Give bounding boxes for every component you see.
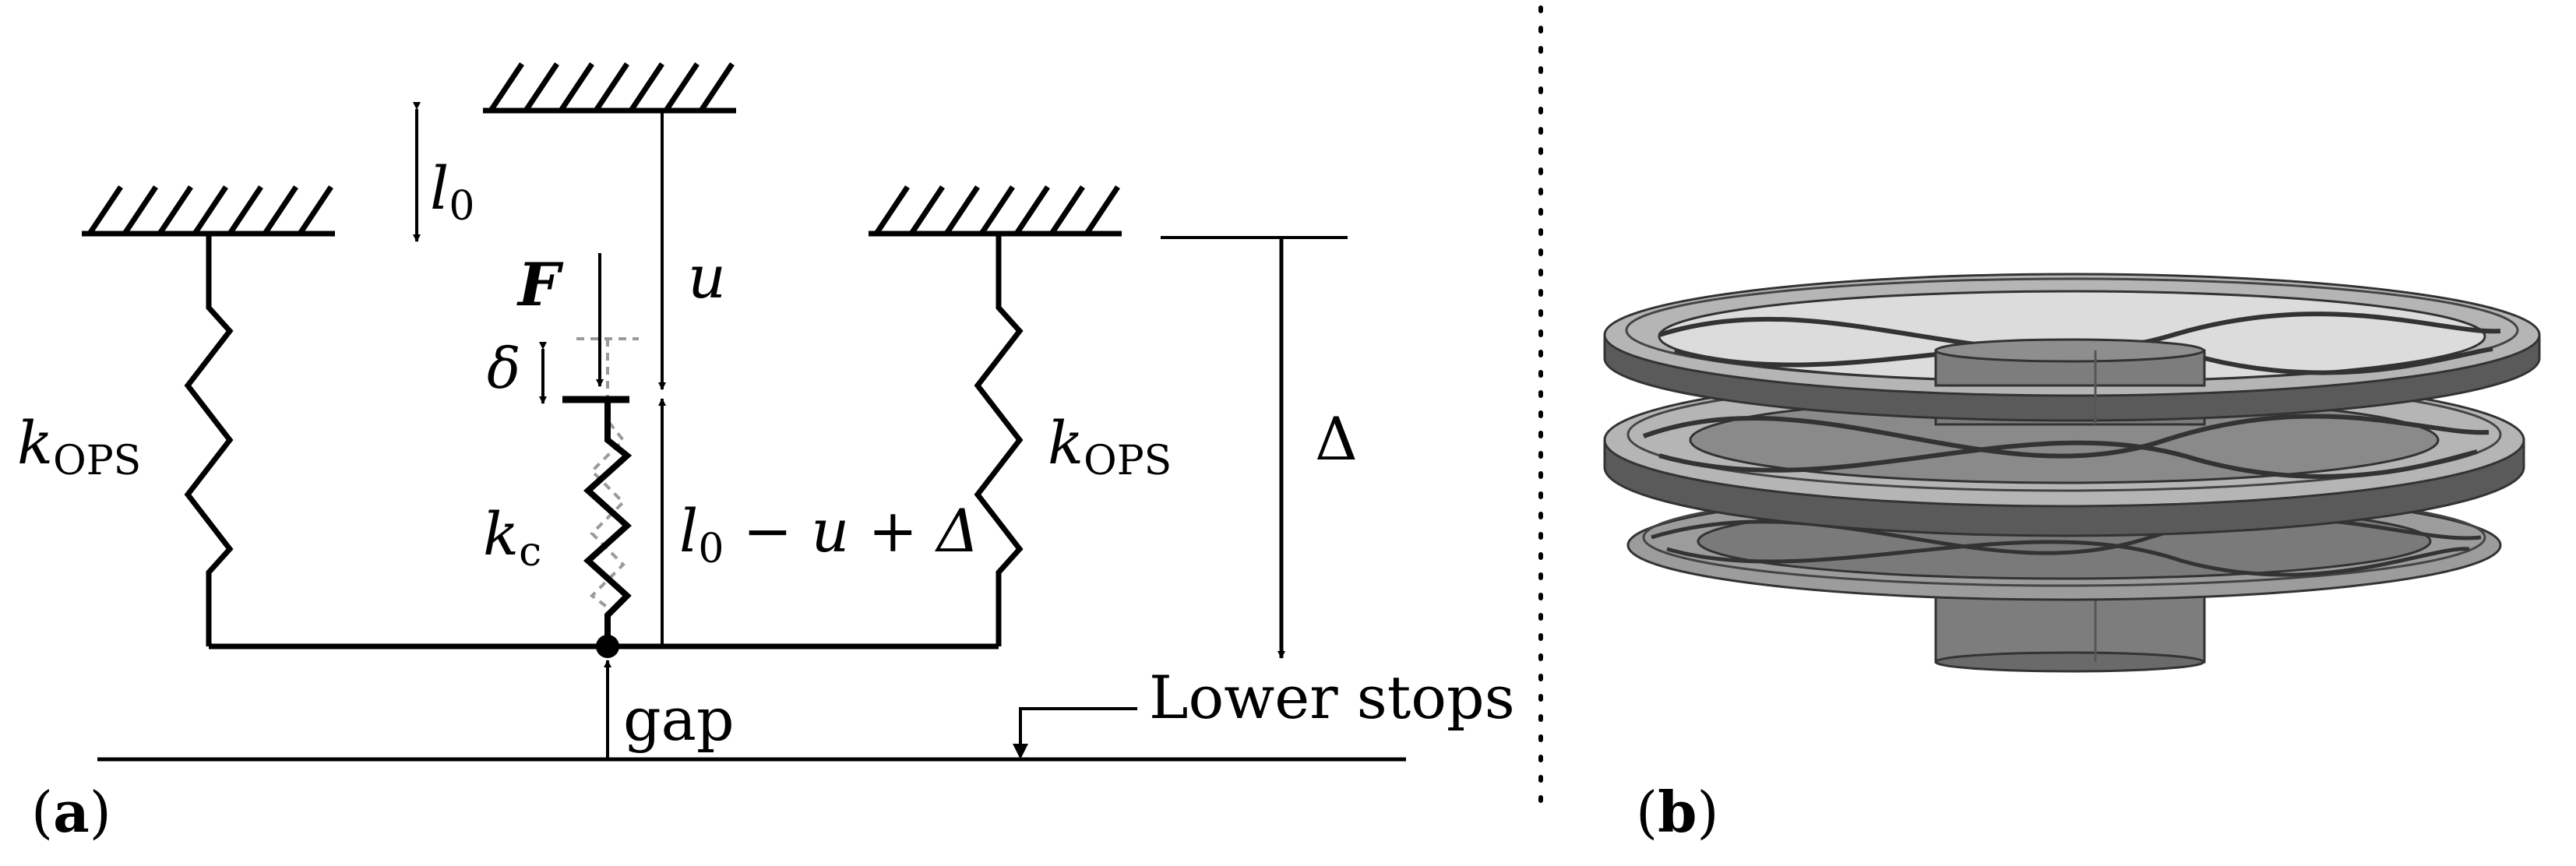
- top-center-ground-support: [483, 62, 736, 114]
- label-lower-stops: Lower stops: [1149, 663, 1515, 732]
- label-force: F: [516, 250, 564, 319]
- right-ops-spring: [974, 234, 1024, 646]
- undeformed-spring-dashed: [589, 339, 625, 646]
- top-ring-layer: [1603, 273, 2541, 422]
- lower-stops-leader: [1019, 707, 1137, 748]
- right-ground-support: [869, 185, 1122, 237]
- left-ground-support: [82, 185, 335, 237]
- lower-stops-leader-head: [1013, 744, 1028, 759]
- label-k-ops-right: kOPS: [1048, 408, 1172, 484]
- label-u: u: [688, 242, 726, 312]
- panel-a-diagram: l0 kOPS kOPS F δ u kc l0 − u + Δ Δ gap L…: [17, 62, 1515, 845]
- middle-ring-layer: [1603, 372, 2525, 537]
- hub-cylinder-bottom: [1934, 651, 2205, 673]
- label-big-delta: Δ: [1315, 404, 1358, 473]
- hub-cylinder-top-face: [1934, 338, 2205, 363]
- label-gap: gap: [623, 685, 735, 754]
- label-delta-small: δ: [487, 336, 520, 401]
- panel-a-tag: (a): [31, 779, 111, 845]
- label-kc: kc: [483, 499, 541, 576]
- label-k-ops-left: kOPS: [17, 408, 141, 484]
- label-l0: l0: [430, 153, 474, 230]
- panel-b-3d-model: (b): [1603, 273, 2541, 845]
- contact-spring-kc: [583, 400, 633, 646]
- label-expression: l0 − u + Δ: [679, 496, 979, 572]
- panel-b-tag: (b): [1636, 779, 1719, 845]
- left-ops-spring: [184, 234, 234, 646]
- contact-node: [596, 635, 619, 658]
